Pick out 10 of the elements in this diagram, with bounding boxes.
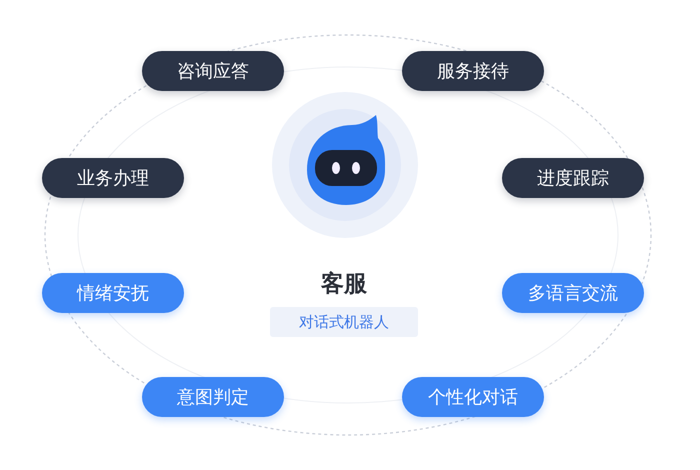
feature-pill: 情绪安抚 [42,273,184,313]
subtitle-box: 对话式机器人 [270,307,418,337]
center-title: 客服 [321,270,367,299]
feature-pill: 进度跟踪 [502,158,644,198]
feature-pill: 咨询应答 [142,51,284,91]
feature-pill: 服务接待 [402,51,544,91]
feature-pill: 意图判定 [142,377,284,417]
feature-pill: 个性化对话 [402,377,544,417]
feature-pill: 多语言交流 [502,273,644,313]
feature-pill: 业务办理 [42,158,184,198]
